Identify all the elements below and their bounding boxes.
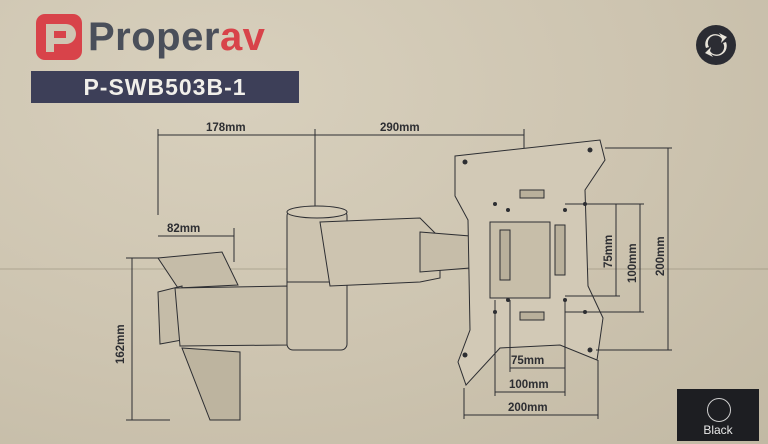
dim-vesa-h-large: 200mm bbox=[508, 402, 548, 414]
dim-wall-plate-depth: 82mm bbox=[167, 223, 200, 235]
dim-arm-right: 290mm bbox=[380, 122, 420, 134]
dim-vesa-v-small: 75mm bbox=[603, 235, 615, 268]
color-swatch: Black bbox=[677, 389, 759, 441]
brand-name-part1: Proper bbox=[88, 15, 220, 59]
properav-logo-icon bbox=[36, 14, 82, 60]
dim-vesa-h-mid: 100mm bbox=[509, 379, 549, 391]
color-swatch-circle bbox=[707, 398, 731, 422]
dim-arm-left: 178mm bbox=[206, 122, 246, 134]
model-number: P-SWB503B-1 bbox=[31, 71, 299, 103]
dim-wall-plate-height: 162mm bbox=[115, 324, 127, 364]
dim-vesa-h-small: 75mm bbox=[511, 355, 544, 367]
dim-vesa-v-mid: 100mm bbox=[627, 243, 639, 283]
brand-name: Properav bbox=[88, 8, 265, 66]
dim-vesa-v-large: 200mm bbox=[655, 236, 667, 276]
recycle-icon bbox=[696, 25, 736, 65]
brand-name-part2: av bbox=[219, 15, 266, 59]
color-swatch-label: Black bbox=[703, 423, 733, 437]
